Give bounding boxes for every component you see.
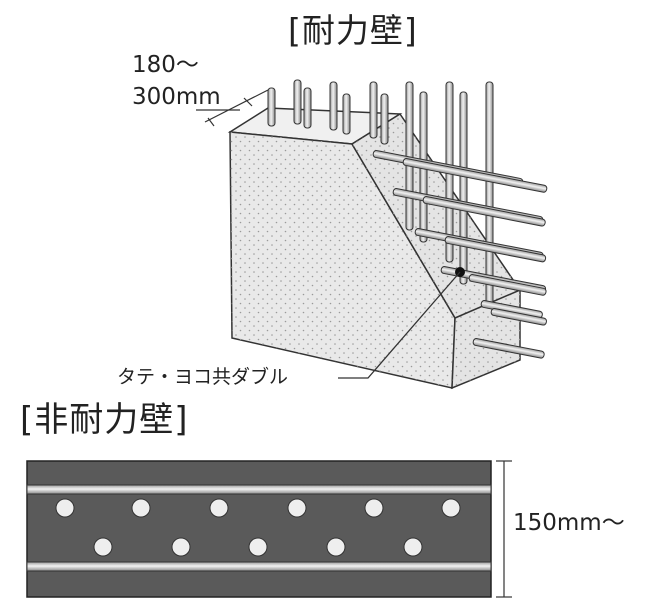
horizontal-rebar	[444, 236, 547, 263]
bearing-wall-thickness-line2: 300mm	[132, 84, 221, 110]
horizontal-rebars	[372, 150, 548, 359]
rebar-callout-label: タテ・ヨコ共ダブル	[117, 366, 289, 388]
vertical-rebar	[342, 93, 351, 135]
thickness-dimension	[196, 89, 269, 127]
section-rebar-bottom	[26, 561, 492, 572]
rebar-section-dot	[93, 537, 113, 557]
horizontal-rebar	[422, 196, 546, 227]
horizontal-rebar	[468, 274, 547, 296]
horizontal-rebar	[402, 158, 548, 193]
bearing-wall-title: [耐力壁]	[288, 11, 418, 50]
non-bearing-wall-section	[26, 460, 492, 598]
section-rebar-top	[26, 484, 492, 495]
rebar-section-dot	[55, 498, 75, 518]
horizontal-rebar	[490, 308, 547, 326]
rebar-section-dot	[403, 537, 423, 557]
vertical-rebar	[459, 91, 468, 285]
vertical-rebar	[369, 81, 378, 139]
horizontal-rebar	[472, 338, 545, 359]
rebar-section-dot	[209, 498, 229, 518]
rebar-section-dot	[287, 498, 307, 518]
bearing-wall-thickness-line1: 180～	[132, 52, 199, 78]
vertical-rebar	[303, 87, 312, 129]
rebar-section-dot	[441, 498, 461, 518]
rebar-section-dot	[131, 498, 151, 518]
bearing-wall-block	[227, 107, 521, 390]
vertical-rebar	[293, 79, 302, 125]
rebar-section-dot	[364, 498, 384, 518]
vertical-rebar	[485, 81, 494, 305]
non-bearing-wall-thickness: 150mm～	[513, 510, 625, 536]
rebar-section-dot	[248, 537, 268, 557]
vertical-rebar	[329, 81, 338, 131]
rebar-section-dot	[326, 537, 346, 557]
section-body	[26, 460, 492, 598]
section-dimension	[496, 460, 512, 598]
callout-leader	[338, 267, 465, 379]
rebar-section-dot	[171, 537, 191, 557]
vertical-rebar	[380, 93, 389, 145]
vertical-rebar	[267, 87, 276, 127]
non-bearing-wall-title: [非耐力壁]	[20, 400, 189, 440]
